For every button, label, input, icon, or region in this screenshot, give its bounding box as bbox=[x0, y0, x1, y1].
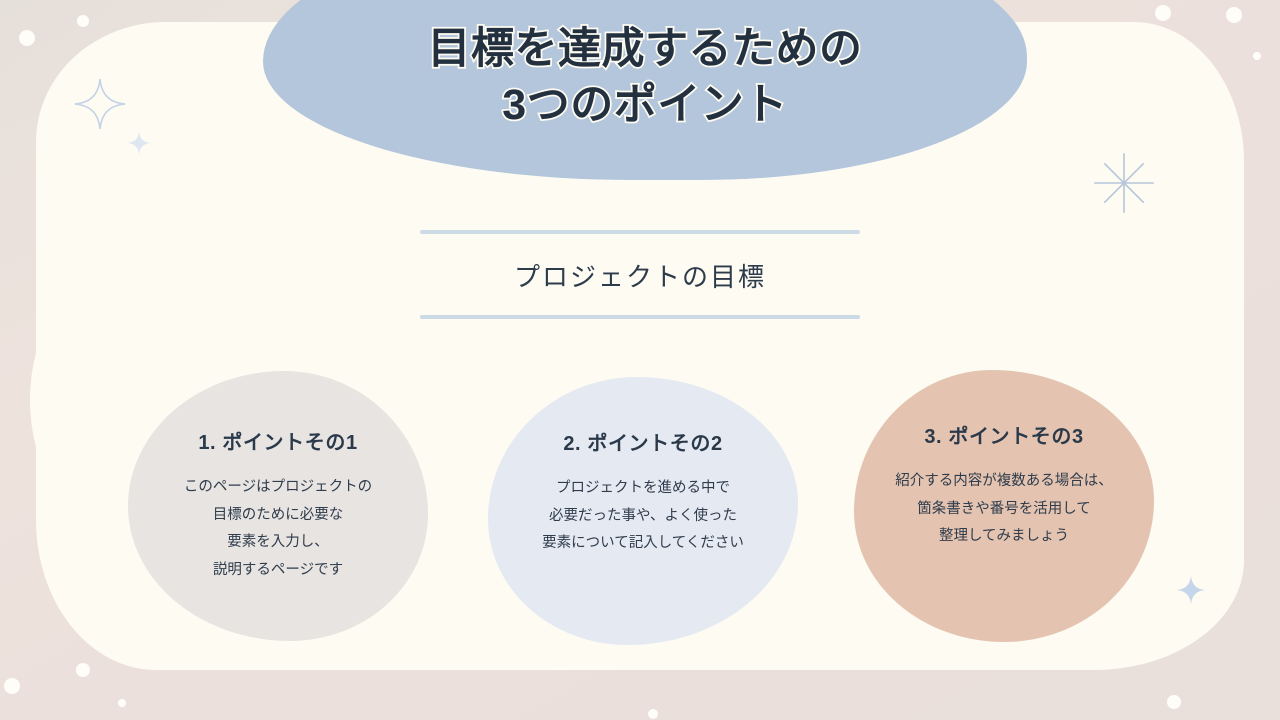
confetti-dot bbox=[19, 30, 35, 46]
confetti-dot bbox=[76, 663, 90, 677]
point-1-body-line-1: このページはプロジェクトの bbox=[183, 479, 373, 495]
subtitle-rule-bottom bbox=[420, 315, 860, 319]
point-1-body: このページはプロジェクトの 目標のために必要な 要素を入力し、 説明するページで… bbox=[184, 474, 372, 584]
point-1-body-line-4: 説明するページです bbox=[212, 561, 344, 578]
section-subtitle: プロジェクトの目標 bbox=[513, 262, 766, 292]
point-1-body-line-2: 目標のために必要な bbox=[212, 506, 344, 523]
point-blob-3[interactable]: 3. ポイントその3 紹介する内容が複数ある場合は、 箇条書きや番号を活用して … bbox=[854, 370, 1154, 642]
point-3-body-line-2: 箇条書きや番号を活用して bbox=[917, 500, 1091, 517]
section-subtitle-block: プロジェクトの目標 bbox=[420, 230, 860, 319]
point-3-body: 紹介する内容が複数ある場合は、 箇条書きや番号を活用して 整理してみましょう bbox=[895, 468, 1113, 551]
confetti-dot bbox=[118, 699, 126, 707]
point-2-body-line-1: プロジェクトを進める中で bbox=[555, 480, 730, 496]
page-title-line-2: 3つのポイント bbox=[501, 79, 789, 130]
confetti-dot bbox=[1226, 7, 1242, 23]
point-blob-2[interactable]: 2. ポイントその2 プロジェクトを進める中で 必要だった事や、よく使った 要素… bbox=[488, 377, 798, 645]
confetti-dot bbox=[4, 678, 20, 694]
point-blob-1[interactable]: 1. ポイントその1 このページはプロジェクトの 目標のために必要な 要素を入力… bbox=[128, 371, 428, 641]
point-1-heading: 1. ポイントその1 bbox=[198, 432, 358, 454]
confetti-dot bbox=[1155, 5, 1171, 21]
subtitle-rule-top bbox=[420, 230, 860, 234]
point-1-body-line-3: 要素を入力し、 bbox=[227, 534, 329, 551]
confetti-dot bbox=[1253, 52, 1261, 60]
point-2-body: プロジェクトを進める中で 必要だった事や、よく使った 要素について記入してくださ… bbox=[542, 475, 744, 558]
title-banner-shape bbox=[263, 0, 1027, 180]
point-2-body-line-3: 要素について記入してください bbox=[542, 535, 744, 552]
point-3-body-line-1: 紹介する内容が複数ある場合は、 bbox=[895, 473, 1113, 489]
confetti-dot bbox=[648, 709, 658, 719]
point-2-heading: 2. ポイントその2 bbox=[563, 433, 723, 455]
point-2-body-line-2: 必要だった事や、よく使った bbox=[548, 507, 738, 524]
confetti-dot bbox=[77, 15, 89, 27]
confetti-dot bbox=[1167, 695, 1181, 709]
point-3-heading: 3. ポイントその3 bbox=[924, 426, 1084, 448]
page-title-line-1: 目標を達成するための bbox=[426, 23, 864, 74]
page-title: 目標を達成するための 3つのポイント bbox=[263, 22, 1027, 134]
point-3-body-line-3: 整理してみましょう bbox=[938, 528, 1070, 545]
